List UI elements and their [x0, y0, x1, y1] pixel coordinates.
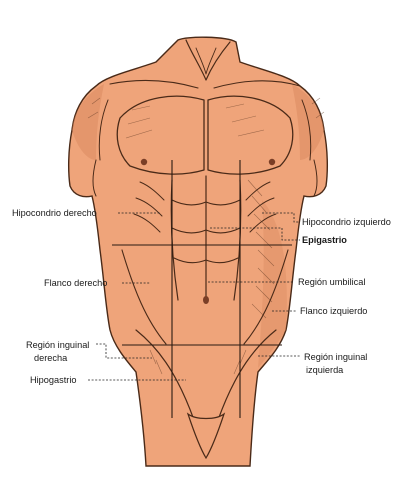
label-flanco-derecho: Flanco derecho	[44, 278, 107, 288]
label-hipocondrio-derecho: Hipocondrio derecho	[12, 208, 97, 218]
label-region-inguinal-izquierda-line2: izquierda	[306, 365, 344, 375]
navel	[203, 296, 209, 304]
label-epigastrio: Epigastrio	[302, 235, 347, 245]
label-region-inguinal-derecha-line2: derecha	[34, 353, 68, 363]
right-nipple	[141, 159, 147, 165]
label-region-inguinal-derecha-line1: Región inguinal	[26, 340, 89, 350]
label-region-inguinal-izquierda-line1: Región inguinal	[304, 352, 367, 362]
label-region-umbilical: Región umbilical	[298, 277, 365, 287]
label-flanco-izquierdo: Flanco izquierdo	[300, 306, 367, 316]
label-hipocondrio-izquierdo: Hipocondrio izquierdo	[302, 217, 391, 227]
left-nipple	[269, 159, 275, 165]
label-hipogastrio: Hipogastrio	[30, 375, 76, 385]
